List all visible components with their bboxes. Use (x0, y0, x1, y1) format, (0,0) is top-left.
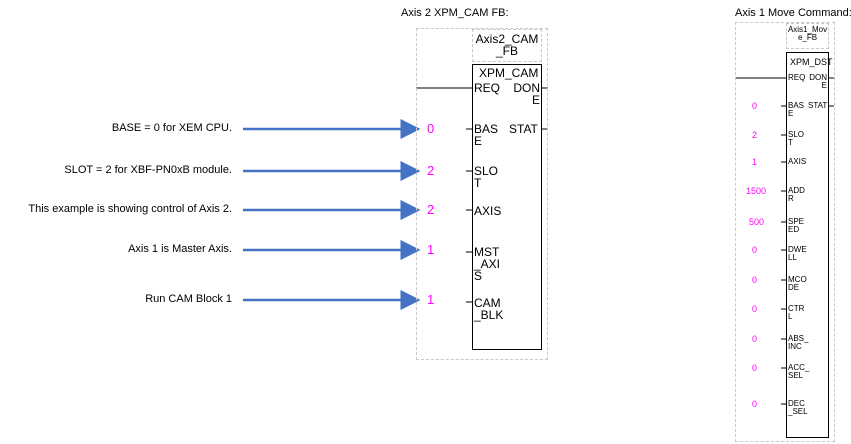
axis1-pin-speed: SPE ED (788, 217, 805, 234)
axis1-section-title: Axis 1 Move Command: (735, 7, 851, 19)
axis2-pin-stat: STAT (509, 122, 538, 136)
axis2-value-base[interactable]: 0 (427, 121, 435, 136)
axis2-pin-base: BAS E (474, 122, 499, 148)
axis1-value-slot[interactable]: 2 (752, 130, 758, 140)
axis2-value-slot[interactable]: 2 (427, 163, 435, 178)
axis1-pin-req: REQ (788, 73, 806, 82)
axis2-pin-slot: SLO T (474, 164, 499, 190)
axis1-pin-acc-sel: ACC_ SEL (788, 363, 810, 380)
axis2-pin-done: DON E (513, 81, 540, 107)
note-axis: This example is showing control of Axis … (28, 203, 232, 215)
axis1-pin-stat: STAT (808, 101, 828, 110)
axis1-value-acc-sel[interactable]: 0 (752, 363, 758, 373)
axis2-pin-axis: AXIS (474, 204, 502, 218)
axis1-fb-frame (735, 22, 835, 442)
axis1-pin-abs-inc: ABS_ INC (788, 334, 809, 351)
axis2-section-title: Axis 2 XPM_CAM FB: (401, 7, 509, 19)
axis1-value-dwell[interactable]: 0 (752, 245, 758, 255)
axis1-value-speed[interactable]: 500 (749, 217, 765, 227)
axis2-pin-req: REQ (474, 81, 501, 95)
axis1-value-base[interactable]: 0 (752, 101, 758, 111)
axis2-pin-cam-blk: CAM _BLK (474, 296, 504, 322)
axis1-value-dec-sel[interactable]: 0 (752, 399, 758, 409)
axis1-value-axis[interactable]: 1 (752, 157, 758, 167)
note-slot: SLOT = 2 for XBF-PN0xB module. (64, 164, 232, 176)
axis1-fb-block[interactable] (786, 52, 829, 438)
axis1-value-abs-inc[interactable]: 0 (752, 334, 758, 344)
axis1-fb-instance-name: Axis1_Mov e_FB (786, 23, 829, 49)
axis1-pin-dec-sel: DEC _SEL (788, 399, 808, 416)
axis1-pin-slot: SLO T (788, 130, 805, 147)
note-base: BASE = 0 for XEM CPU. (111, 122, 232, 134)
axis2-fb-block[interactable] (472, 64, 542, 350)
axis1-pin-axis: AXIS (788, 157, 807, 166)
axis1-value-mcode[interactable]: 0 (752, 275, 758, 285)
axis1-pin-done: DON E (809, 73, 827, 90)
axis1-pin-ctrl: CTR L (788, 304, 805, 321)
axis2-value-mst-axis[interactable]: 1 (427, 242, 435, 257)
axis1-value-addr[interactable]: 1500 (746, 186, 767, 196)
note-cam-block: Run CAM Block 1 (145, 293, 232, 305)
axis2-fb-instance-name: Axis2_CAM _FB (472, 29, 542, 62)
axis1-pin-dwell: DWE LL (788, 245, 807, 262)
axis1-fb-type: XPM_DST (790, 57, 833, 67)
axis2-pin-mst-axis: MST _AXI S (474, 245, 501, 283)
axis2-value-cam-blk[interactable]: 1 (427, 292, 435, 307)
axis1-pin-addr: ADD R (788, 186, 805, 203)
axis2-fb-type: XPM_CAM (479, 66, 539, 80)
axis2-fb-frame (416, 28, 548, 360)
axis1-value-ctrl[interactable]: 0 (752, 304, 758, 314)
axis1-pin-base: BAS E (788, 101, 805, 118)
note-master-axis: Axis 1 is Master Axis. (128, 243, 232, 255)
axis1-pin-mcode: MCO DE (788, 275, 807, 292)
axis2-value-axis[interactable]: 2 (427, 202, 435, 217)
